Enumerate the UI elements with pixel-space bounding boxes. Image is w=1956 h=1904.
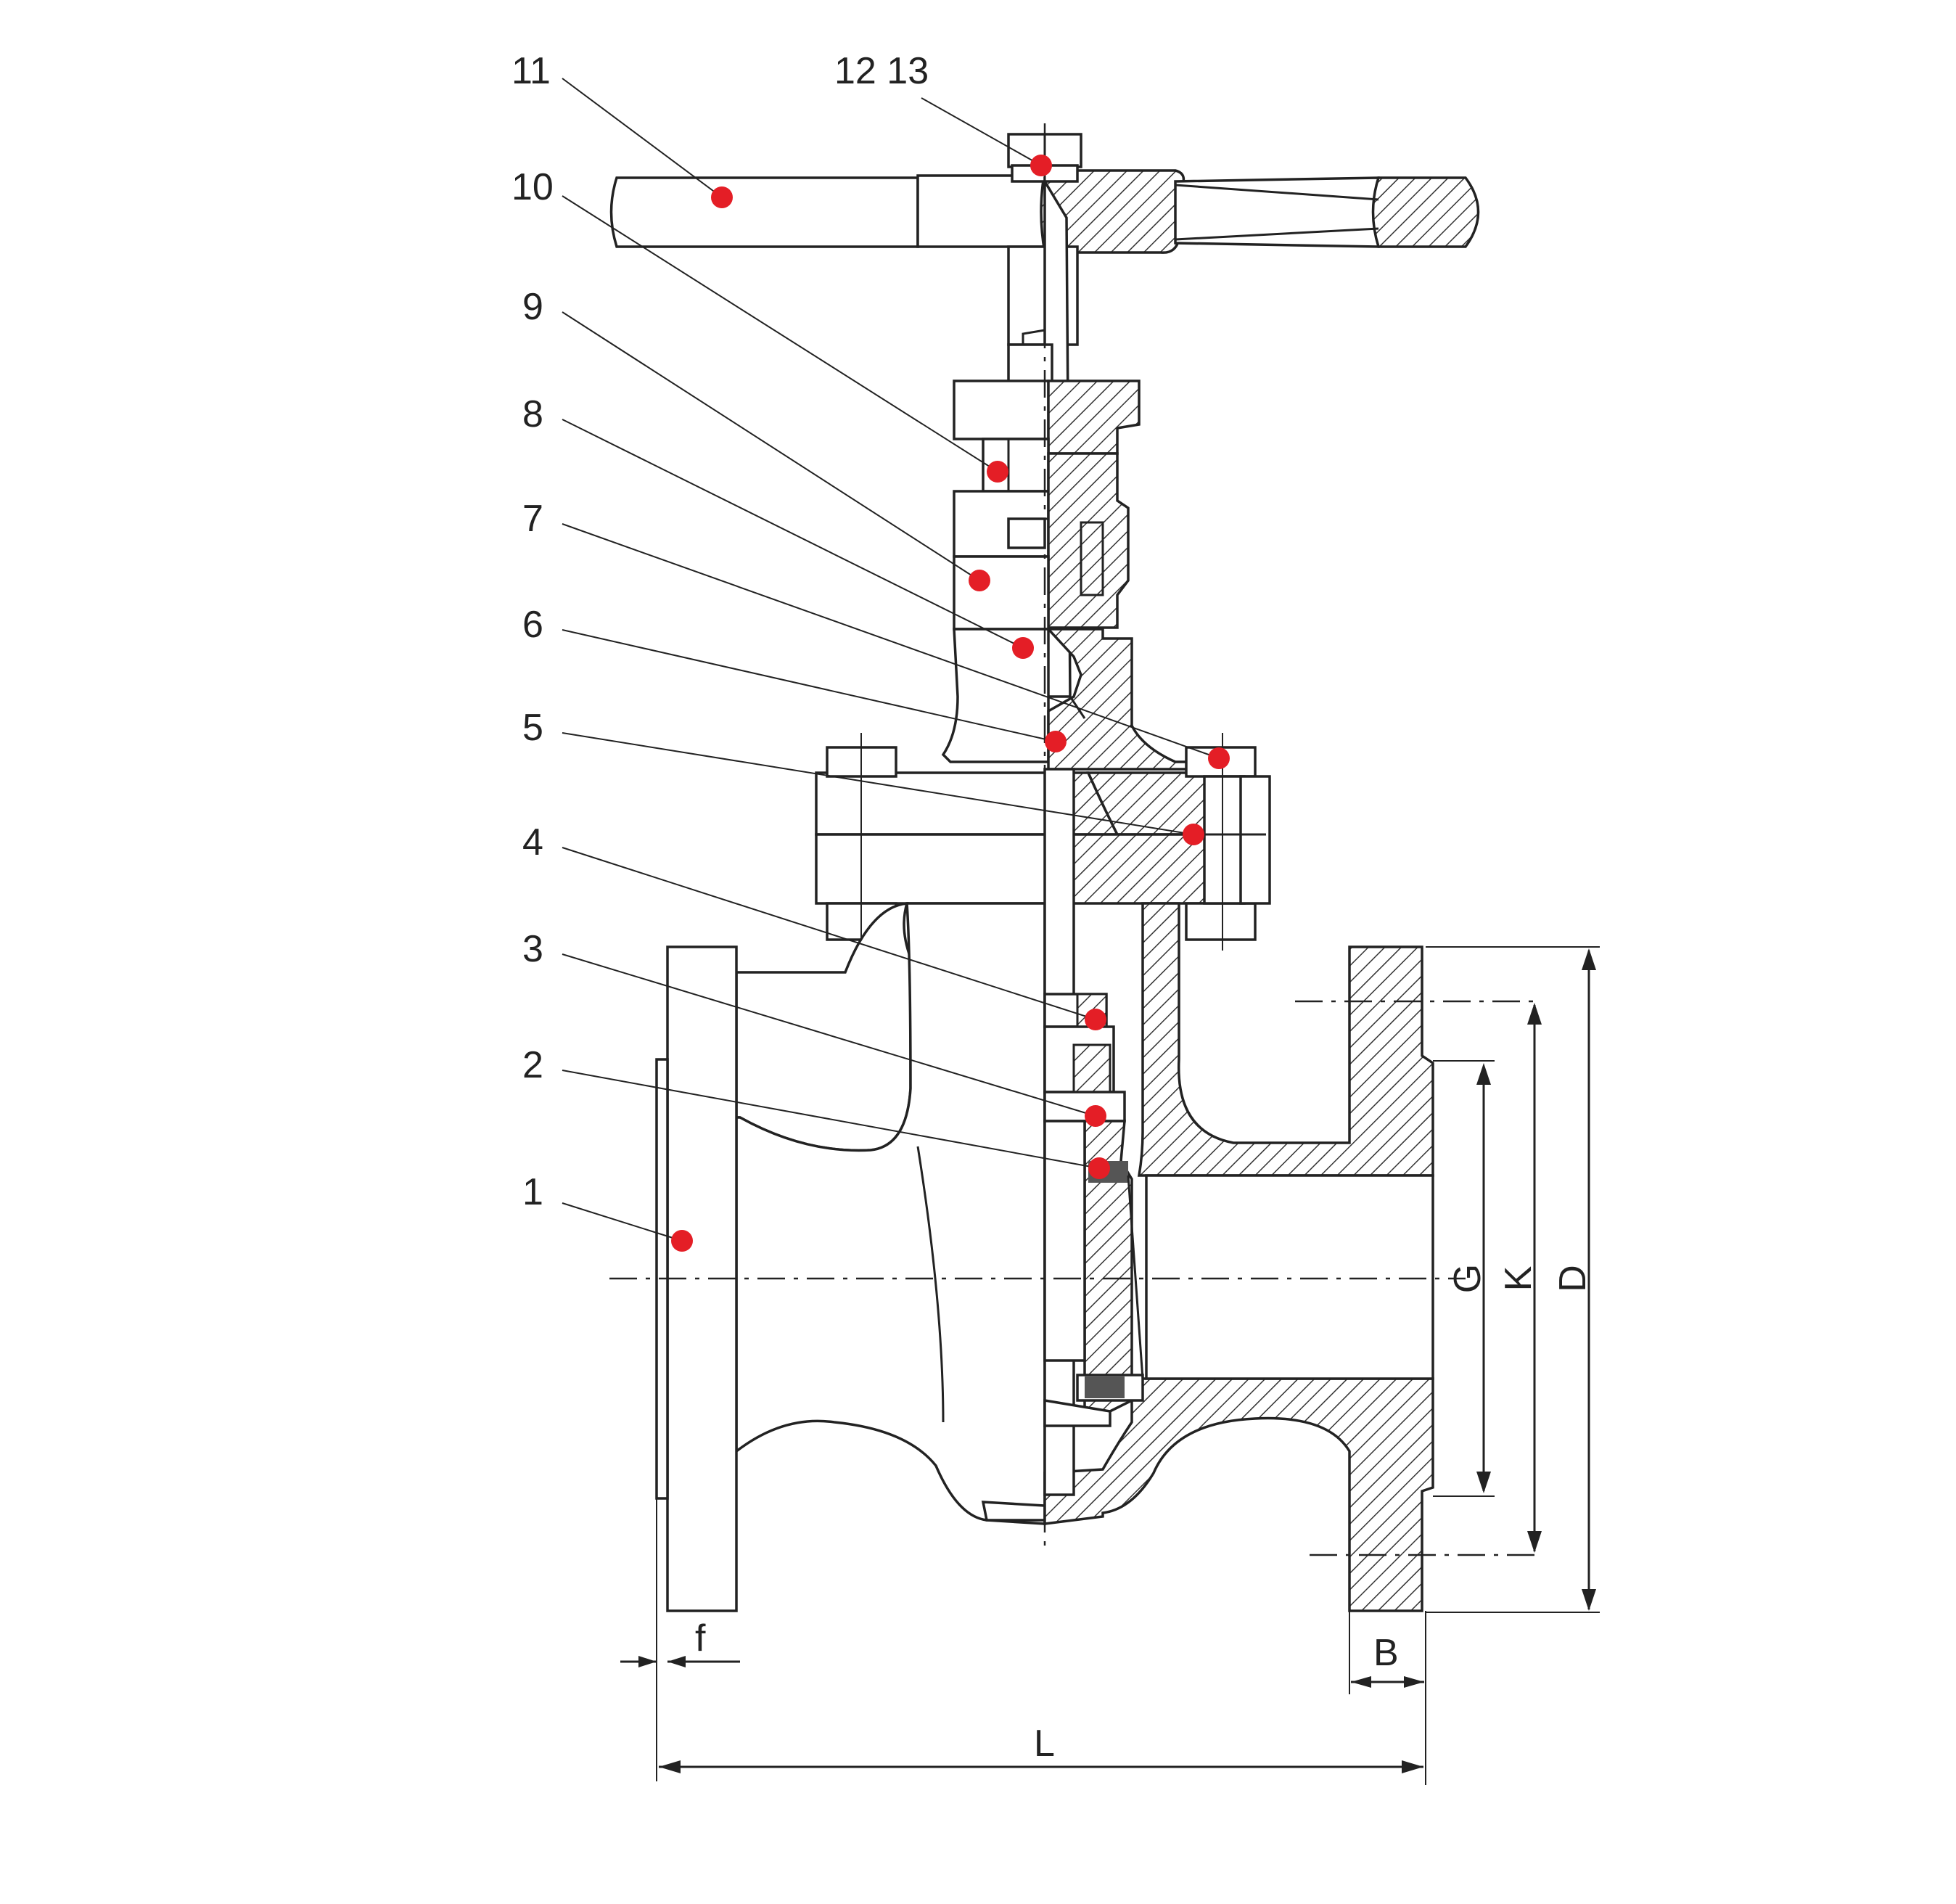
marker-part-2	[1088, 1157, 1110, 1179]
callout-label-10: 10	[511, 166, 554, 208]
valve-body-right	[1043, 902, 1434, 1612]
callout-label-5: 5	[522, 707, 543, 749]
marker-part-8	[1012, 637, 1034, 659]
yoke-gland	[953, 379, 1141, 631]
valve-body-left	[735, 902, 1046, 1525]
callout-label-7: 7	[522, 498, 543, 540]
dimension-label-L: L	[1034, 1723, 1055, 1765]
marker-part-1	[671, 1230, 693, 1252]
dimension-label-B: B	[1373, 1632, 1399, 1674]
marker-part-11	[711, 186, 733, 208]
marker-part-12-13	[1030, 155, 1052, 176]
bonnet	[941, 628, 1220, 771]
bonnet-flange	[815, 733, 1271, 951]
dimension-label-f: f	[695, 1617, 706, 1659]
callout-labels: 1 2 3 4 5 6 7 8 9 10 11 12 13	[511, 50, 929, 1213]
dimension-label-D: D	[1552, 1265, 1594, 1292]
marker-part-4	[1085, 1009, 1106, 1030]
marker-part-6	[1045, 731, 1067, 752]
handwheel	[609, 169, 1480, 254]
callout-label-12-13: 12 13	[834, 50, 929, 92]
callout-label-6: 6	[522, 604, 543, 646]
callout-label-2: 2	[522, 1044, 543, 1086]
callout-label-1: 1	[522, 1171, 543, 1213]
dimension-label-G: G	[1447, 1264, 1489, 1293]
marker-part-7	[1208, 747, 1230, 769]
callout-label-8: 8	[522, 393, 543, 435]
dimension-lines	[620, 946, 1600, 1785]
marker-part-3	[1085, 1105, 1106, 1127]
callout-label-4: 4	[522, 821, 543, 863]
marker-part-10	[987, 461, 1008, 483]
leader-lines	[562, 78, 1220, 1242]
callout-label-9: 9	[522, 286, 543, 328]
dimension-label-K: K	[1497, 1265, 1540, 1291]
marker-part-9	[969, 570, 990, 591]
part-markers	[671, 155, 1230, 1252]
callout-label-3: 3	[522, 928, 543, 970]
marker-part-5	[1183, 824, 1204, 845]
callout-label-11: 11	[511, 50, 551, 92]
